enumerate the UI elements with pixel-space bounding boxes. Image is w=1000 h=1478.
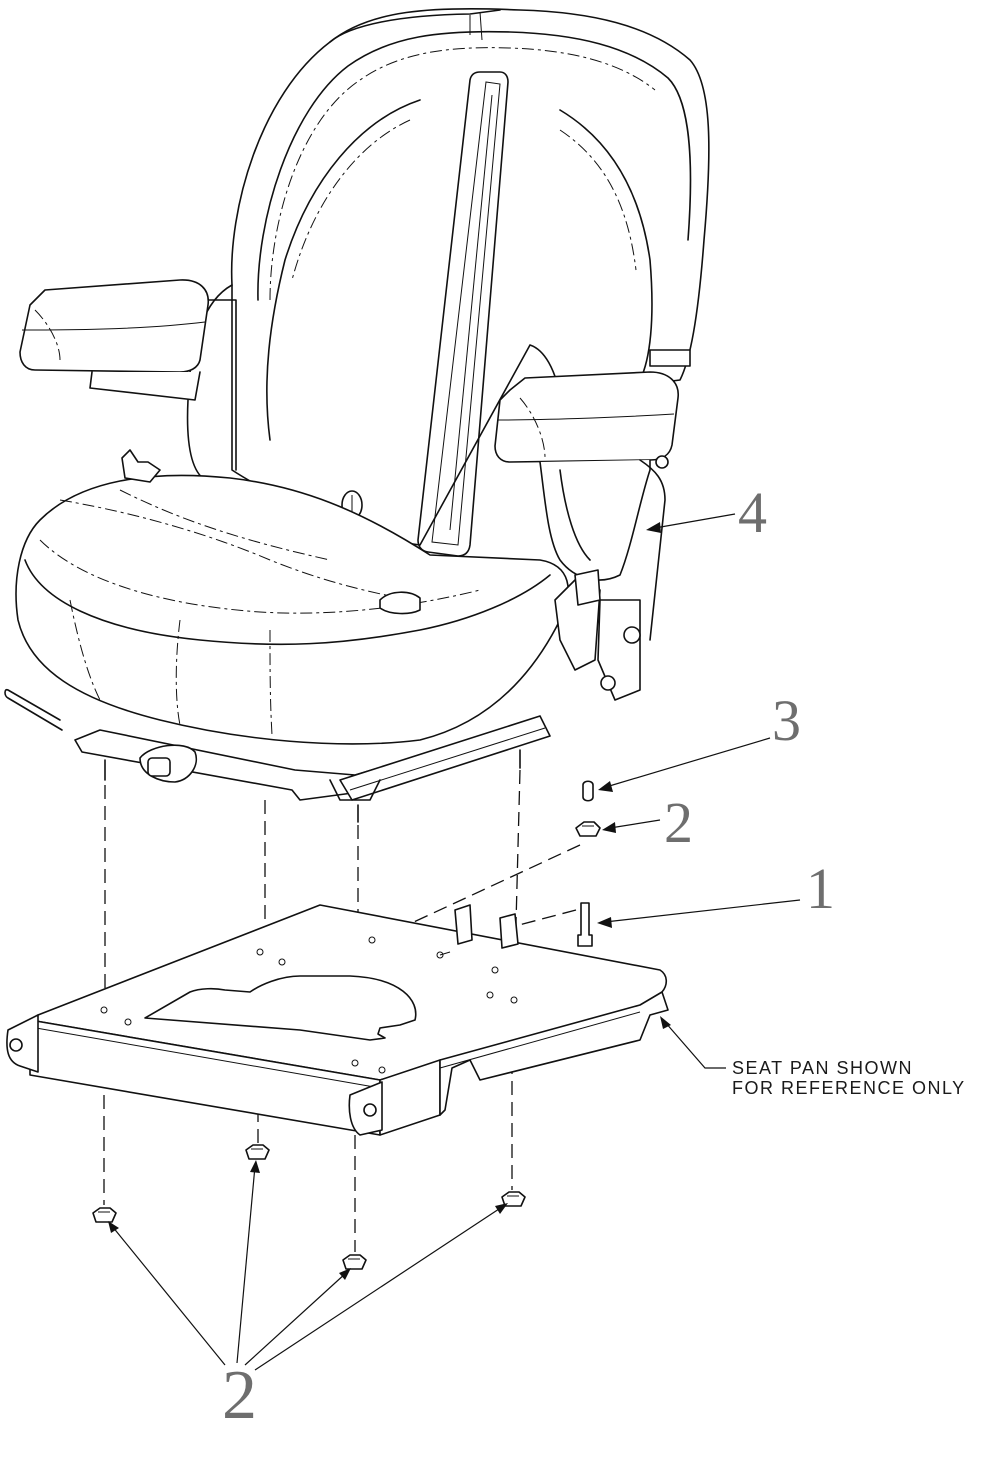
seat-cushion bbox=[4, 449, 641, 745]
left-armrest bbox=[19, 279, 209, 401]
bolt-part bbox=[577, 902, 593, 947]
leader-lines bbox=[108, 513, 801, 1371]
callout-item-2-lower: 2 bbox=[222, 1357, 257, 1434]
callout-item-4: 4 bbox=[738, 480, 767, 545]
callout-item-3: 3 bbox=[772, 688, 801, 753]
seat-base-rails bbox=[74, 715, 551, 823]
flange-nut-lower-1 bbox=[92, 1207, 117, 1223]
seat-pan bbox=[6, 904, 669, 1136]
reference-note-line-1: SEAT PAN SHOWN bbox=[732, 1058, 913, 1078]
callout-item-1: 1 bbox=[806, 856, 835, 921]
hardware-items bbox=[92, 780, 601, 1270]
flange-nut-upper bbox=[575, 821, 601, 837]
seat-backrest bbox=[186, 7, 710, 557]
flange-nut-lower-2 bbox=[245, 1144, 270, 1160]
right-armrest bbox=[494, 371, 679, 641]
callout-item-2-upper: 2 bbox=[664, 790, 693, 855]
flange-nut-lower-3 bbox=[342, 1254, 367, 1270]
spacer-part bbox=[582, 780, 594, 802]
reference-note-line-2: FOR REFERENCE ONLY bbox=[732, 1078, 966, 1098]
mounting-holes bbox=[100, 936, 518, 1074]
